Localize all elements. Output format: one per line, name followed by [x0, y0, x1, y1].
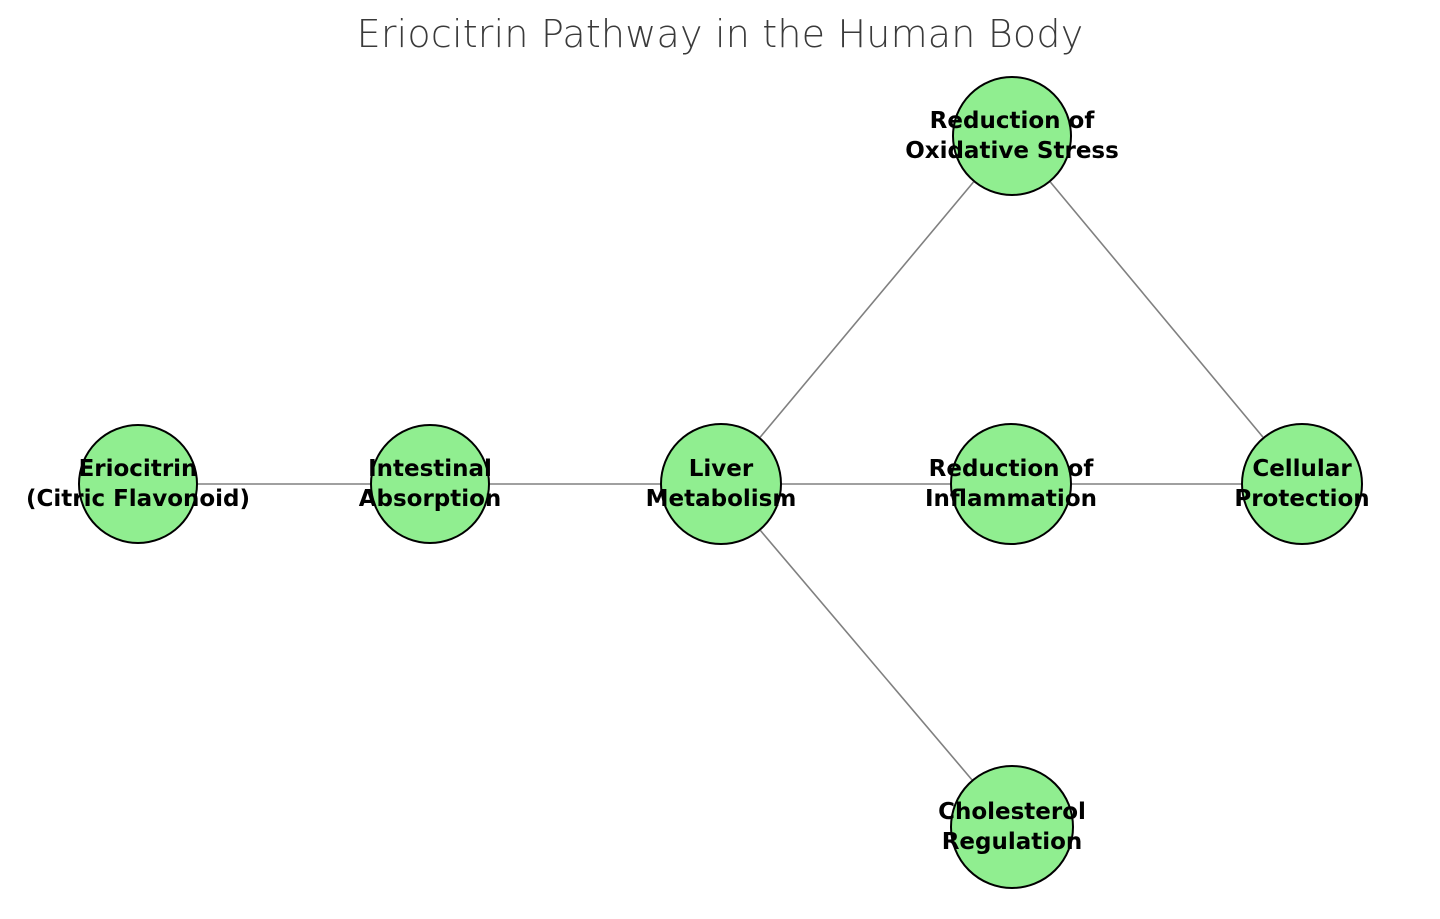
node-intestinal-absorption[interactable]: [370, 424, 490, 544]
edge-liver-metabolism-to-reduction-of-oxidative-stress: [759, 181, 975, 438]
node-reduction-of-oxidative-stress[interactable]: [952, 76, 1072, 196]
node-reduction-of-inflammation[interactable]: [950, 423, 1072, 545]
edge-reduction-of-oxidative-stress-to-cellular-protection: [1049, 181, 1264, 438]
node-eriocitrin[interactable]: [78, 424, 198, 544]
page-title: Eriocitrin Pathway in the Human Body: [356, 12, 1084, 56]
node-cholesterol-regulation[interactable]: [950, 765, 1074, 889]
node-liver-metabolism[interactable]: [660, 423, 782, 545]
edge-liver-metabolism-to-cholesterol-regulation: [759, 529, 973, 781]
node-cellular-protection[interactable]: [1241, 423, 1363, 545]
